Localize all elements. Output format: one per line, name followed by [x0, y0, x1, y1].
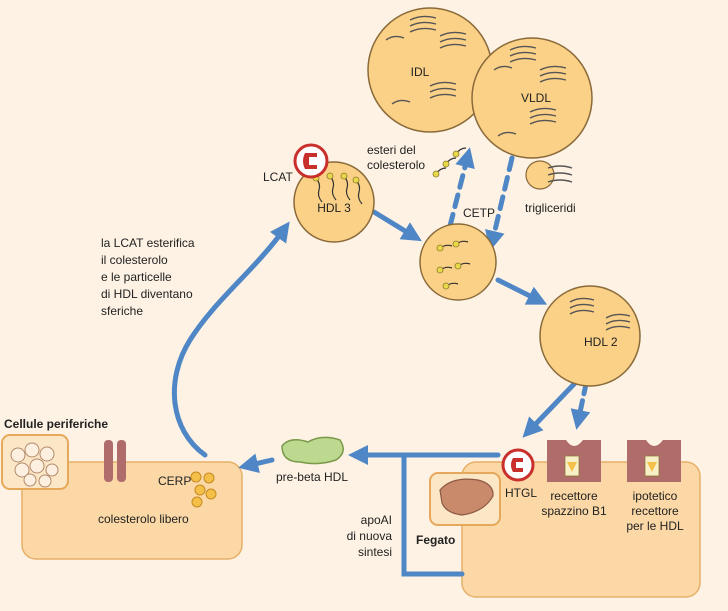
arrow-cetp-to-hdl2 — [495, 277, 548, 305]
cerp-dots — [190, 471, 217, 508]
hdl2-label: HDL 2 — [584, 335, 618, 349]
pre-beta-hdl-label: pre-beta HDL — [276, 470, 348, 484]
cetp-particle — [419, 223, 497, 301]
arrow-hdl2-to-htgl — [522, 379, 579, 438]
arrow-cetp-to-vldl-dashed — [447, 147, 475, 229]
membrane-channel-icon — [104, 440, 126, 482]
apoai-line1: apoAI — [361, 513, 392, 527]
lcat-note-line1: la LCAT esterifica — [101, 236, 195, 250]
arrow-hdl3-to-cetp — [371, 209, 422, 242]
recettore-hdl-line2: recettore — [631, 504, 679, 518]
cellule-periferiche-label: Cellule periferiche — [4, 417, 108, 431]
esteri-label-line2: colesterolo — [367, 158, 425, 172]
hypothetical-hdl-receptor-icon — [627, 440, 681, 482]
lcat-enzyme-icon — [293, 143, 329, 179]
liver-panel: Fegato HTGL recettore spazzino B1 ipotet… — [416, 440, 701, 598]
cells-cluster-icon — [10, 442, 59, 488]
triglyceride-icon — [525, 160, 573, 190]
apoai-line3: sintesi — [358, 545, 392, 559]
hdl2-particle: HDL 2 — [539, 285, 641, 387]
cetp-label: CETP — [463, 206, 495, 220]
apoai-line2: di nuova — [347, 529, 393, 543]
peripheral-cell-panel: Cellule periferiche CERP colesterolo lib… — [1, 417, 243, 560]
idl-label: IDL — [411, 65, 430, 79]
esteri-label-line1: esteri del — [367, 143, 416, 157]
lcat-note-line2: il colesterolo — [101, 253, 168, 267]
lcat-note-line4: di HDL diventano — [101, 287, 193, 301]
lcat-label: LCAT — [263, 170, 293, 184]
hdl3-label: HDL 3 — [317, 201, 351, 215]
arrow-liver-to-prebeta — [348, 445, 465, 577]
lcat-note-line5: sferiche — [101, 304, 143, 318]
htgl-enzyme-icon — [501, 448, 535, 482]
recettore-hdl-line1: ipotetico — [633, 489, 678, 503]
cerp-label: CERP — [158, 474, 191, 488]
flow-arrows — [171, 147, 591, 577]
arrow-cell-to-hdl3 — [171, 221, 290, 458]
arrow-hdl2-to-receptor-dashed — [570, 381, 591, 430]
scavenger-receptor-b1-icon — [547, 440, 601, 482]
vldl-label: VLDL — [521, 91, 551, 105]
colesterolo-libero-label: colesterolo libero — [98, 512, 189, 526]
recettore-b1-line1: recettore — [550, 489, 598, 503]
fegato-label: Fegato — [416, 533, 455, 547]
lcat-note-line3: e le particelle — [101, 270, 172, 284]
arrow-prebeta-to-cell — [238, 453, 275, 474]
recettore-hdl-line3: per le HDL — [626, 519, 684, 533]
pre-beta-hdl: pre-beta HDL — [276, 436, 348, 484]
liver-icon — [439, 478, 494, 516]
arrow-vldl-to-cetp-dashed — [485, 155, 515, 251]
recettore-b1-line2: spazzino B1 — [541, 504, 607, 518]
cholesterol-ester-icons — [432, 147, 467, 178]
htgl-label: HTGL — [505, 486, 537, 500]
trigliceridi-label: trigliceridi — [525, 201, 576, 215]
vldl-particle: VLDL — [471, 37, 593, 159]
